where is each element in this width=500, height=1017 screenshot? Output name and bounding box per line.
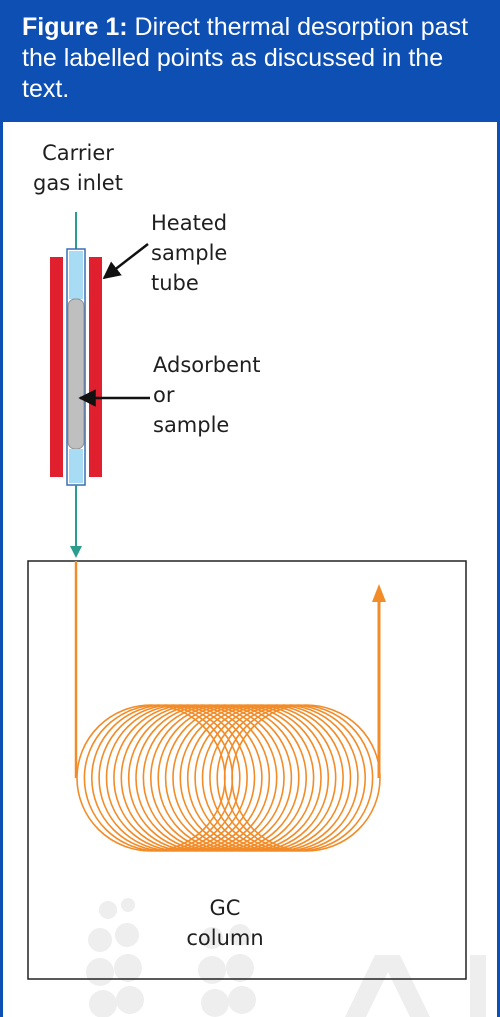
gc-column-coils bbox=[76, 704, 381, 852]
sorbent-bed bbox=[67, 298, 85, 450]
carrier-gas-inlet-line-1: Carrier bbox=[42, 141, 114, 165]
gc-oven-box bbox=[27, 560, 467, 980]
tube-top-section bbox=[69, 251, 83, 299]
gc-column-line-1: GC bbox=[209, 896, 241, 920]
gc-column-line-2: column bbox=[186, 926, 264, 950]
heater-left bbox=[50, 257, 63, 477]
frame-right-border bbox=[497, 122, 500, 1017]
adsorbent-line-2: or bbox=[153, 383, 175, 407]
heated-sample-tube-line-2: sample bbox=[151, 241, 228, 265]
gas-outlet-arrowhead bbox=[70, 546, 82, 558]
column-outlet-arrowhead bbox=[372, 584, 386, 602]
adsorbent-line-1: Adsorbent bbox=[153, 353, 261, 377]
figure-caption: Figure 1: Direct thermal desorption past… bbox=[0, 0, 500, 122]
heater-right bbox=[89, 257, 102, 477]
adsorbent-line-3: sample bbox=[153, 413, 230, 437]
heated-sample-tube-line-1: Heated bbox=[151, 211, 228, 235]
watermark-logo bbox=[86, 898, 486, 1017]
caption-label: Figure 1: bbox=[22, 13, 128, 41]
carrier-gas-inlet-line-2: gas inlet bbox=[33, 171, 123, 195]
carrier-gas-inlet-label: Carrier gas inlet bbox=[32, 138, 124, 198]
heated-sample-tube-line-3: tube bbox=[151, 271, 199, 295]
adsorbent-or-sample-label: Adsorbent or sample bbox=[153, 350, 261, 440]
heated-tube-pointer bbox=[102, 243, 149, 280]
tube-bottom-section bbox=[69, 449, 83, 483]
caption-text: Direct thermal desorption past the label… bbox=[22, 13, 469, 103]
gc-column-label: GC column bbox=[180, 893, 270, 953]
heated-sample-tube-label: Heated sample tube bbox=[151, 208, 227, 298]
frame-left-border bbox=[0, 122, 3, 1017]
